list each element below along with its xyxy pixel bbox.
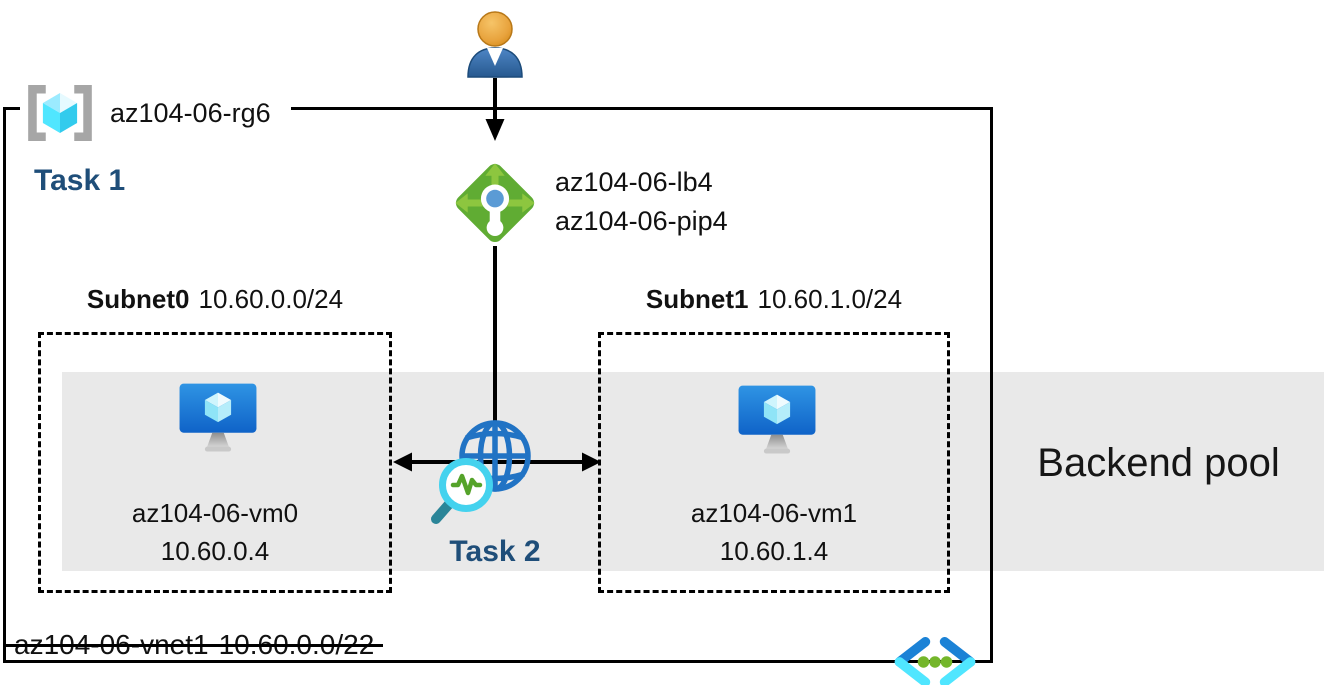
user-icon [467,11,523,78]
virtual-machine-icon-vm0 [179,383,257,452]
subnet1-name: Subnet1 [645,284,749,314]
load-balancer-labels: az104-06-lb4 az104-06-pip4 [555,163,728,241]
backend-pool-band [62,372,1324,571]
vm0-name: az104-06-vm0 [131,498,299,528]
subnet1-label: Subnet1 10.60.1.0/24 [598,284,950,315]
globe-magnifier-icon [431,420,531,524]
resource-group-header: az104-06-rg6 [20,84,291,142]
subnet0-box [38,332,392,593]
vm1-label: az104-06-vm1 10.60.1.4 [598,494,950,570]
subnet1-cidr: 10.60.1.0/24 [757,284,903,314]
backend-pool-label: Backend pool [1037,441,1280,485]
resource-group-brackets-cube-icon [28,84,92,142]
vm1-ip: 10.60.1.4 [719,536,829,566]
load-balancer-name: az104-06-lb4 [555,167,713,197]
vnet-label-strike-line [3,644,383,647]
vm1-name: az104-06-vm1 [690,498,858,528]
virtual-network-chevrons-icon [894,637,976,685]
resource-group-boundary [3,107,993,663]
subnet0-label: Subnet0 10.60.0.0/24 [38,284,392,315]
task1-label: Task 1 [34,164,126,197]
vm0-label: az104-06-vm0 10.60.0.4 [38,494,392,570]
public-ip-name: az104-06-pip4 [555,206,728,236]
vm0-ip: 10.60.0.4 [160,536,270,566]
task2-label: Task 2 [449,535,541,568]
resource-group-label: az104-06-rg6 [110,97,271,128]
subnet0-cidr: 10.60.0.0/24 [198,284,344,314]
subnet0-name: Subnet0 [86,284,190,314]
load-balancer-icon [455,163,535,243]
virtual-machine-icon-vm1 [738,385,816,454]
